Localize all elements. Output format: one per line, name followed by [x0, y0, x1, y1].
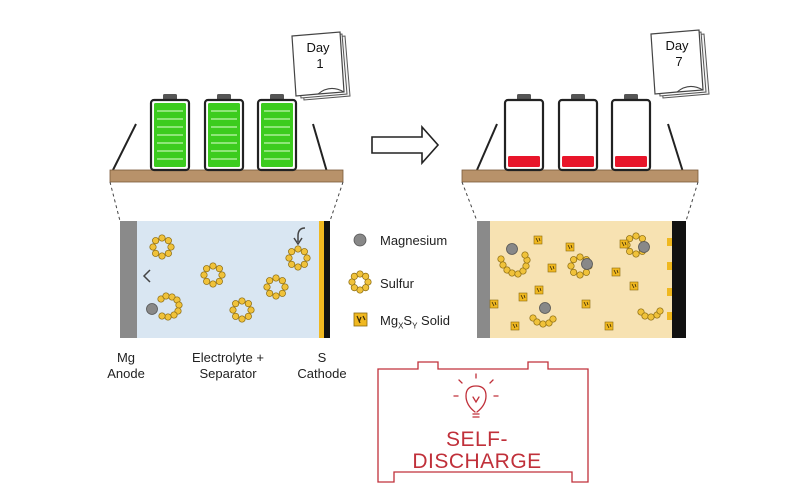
s-cathode-aged: [672, 221, 686, 338]
calendar-day-1-line2: 1: [316, 56, 323, 71]
battery-empty-3: [610, 94, 652, 172]
legend-magnesium-icon: [353, 233, 367, 247]
battery-empty-1: [503, 94, 545, 172]
sulfur-chain: [529, 314, 557, 328]
mgxsy-solid: [565, 242, 575, 252]
mgxsy-solid: [619, 239, 629, 249]
mgxsy-solid: [581, 299, 591, 309]
sulfur-chain: [637, 307, 664, 321]
sulfur-ring: [285, 245, 311, 271]
mgxsy-solid: [547, 263, 557, 273]
sulfur-ring: [200, 262, 226, 288]
label-s-cathode-line2: Cathode: [297, 366, 347, 381]
battery-empty-2: [557, 94, 599, 172]
curved-arrow-cathode-icon: [297, 227, 306, 242]
legend-magnesium-label: Magnesium: [380, 233, 448, 248]
legend-sulfur-ring: [348, 270, 372, 294]
legend-sulfur-icon: [348, 270, 372, 294]
legend-sulfur-label: Sulfur: [380, 276, 414, 291]
mgxsy-solid: [510, 321, 520, 331]
badge-line2: DISCHARGE: [412, 450, 541, 473]
legend-solid-suffix: Solid: [417, 313, 450, 328]
badge-line1: SELF-: [446, 428, 508, 451]
legend: [348, 233, 372, 327]
label-s-cathode: S Cathode: [290, 350, 354, 382]
self-discharge-badge: SELF- DISCHARGE: [377, 361, 589, 483]
bookend-right-2: [667, 123, 684, 173]
legend-solid-prefix: Mg: [380, 313, 399, 328]
mg-anode-fresh: [120, 221, 137, 338]
mgxsy-solid: [611, 267, 621, 277]
mgxsy-solid: [489, 299, 499, 309]
bookend-left-1: [112, 123, 137, 171]
curved-arrow-anode-icon: [142, 269, 151, 283]
cell-aged: [477, 221, 686, 338]
shelf-board-right: [461, 169, 699, 183]
time-arrow-icon: [371, 124, 440, 166]
zoom-lines: [109, 181, 699, 222]
magnesium-atom: [146, 303, 158, 315]
calendar-day-1-line1: Day: [306, 40, 330, 55]
calendar-day-7-icon: Day 7: [650, 29, 710, 99]
empty-batteries: [503, 94, 652, 172]
legend-solid-label: MgXSY Solid: [380, 313, 450, 331]
cell-fresh: [120, 221, 330, 338]
cathode-deposits: [667, 238, 672, 320]
electrolyte-aged: [477, 221, 686, 338]
label-electrolyte-line1: Electrolyte +: [192, 350, 264, 365]
bookend-right-1: [476, 123, 498, 171]
label-electrolyte-separator: Electrolyte + Separator: [178, 350, 278, 382]
label-electrolyte-line2: Separator: [199, 366, 257, 381]
legend-solid-sub-x: X: [398, 321, 404, 331]
mgxsy-solid: [518, 292, 528, 302]
full-batteries: [149, 94, 298, 172]
lightbulb-icon: [453, 373, 499, 418]
mg-anode-aged: [477, 221, 490, 338]
legend-solid-mid: S: [403, 313, 413, 328]
calendar-day-7-line1: Day: [665, 38, 689, 53]
label-mg-anode-line1: Mg: [116, 350, 136, 365]
mgxsy-solid: [533, 235, 543, 245]
mgxsy-solid: [629, 281, 639, 291]
magnesium-atoms-aged: [506, 241, 650, 314]
battery-full-1: [149, 94, 191, 172]
label-mg-anode: Mg Anode: [106, 350, 146, 382]
calendar-day-7-line2: 7: [675, 54, 682, 69]
shelf-board-left: [109, 169, 344, 183]
sulfur-ring: [149, 234, 175, 260]
s-cathode-fresh: [324, 221, 330, 338]
bookend-left-2: [312, 123, 328, 173]
battery-full-3: [256, 94, 298, 172]
mgxsy-solid: [604, 321, 614, 331]
sulfur-chain: [497, 251, 531, 278]
cathode-sulfur-layer-fresh: [319, 221, 324, 338]
sulfur-chain: [157, 292, 183, 321]
label-mg-anode-line2: Anode: [107, 366, 145, 381]
label-s-cathode-line1: S: [317, 350, 327, 365]
legend-solid-icon: [353, 312, 368, 327]
legend-solid-sub-y: Y: [412, 321, 418, 331]
mgxsy-solid: [534, 285, 544, 295]
sulfur-rings-fresh: [149, 234, 311, 323]
mgxsy-solid-particles: [489, 235, 639, 331]
calendar-day-1-icon: Day 1: [291, 31, 351, 101]
sulfur-ring: [229, 297, 255, 323]
battery-full-2: [203, 94, 245, 172]
sulfur-ring: [263, 274, 289, 300]
